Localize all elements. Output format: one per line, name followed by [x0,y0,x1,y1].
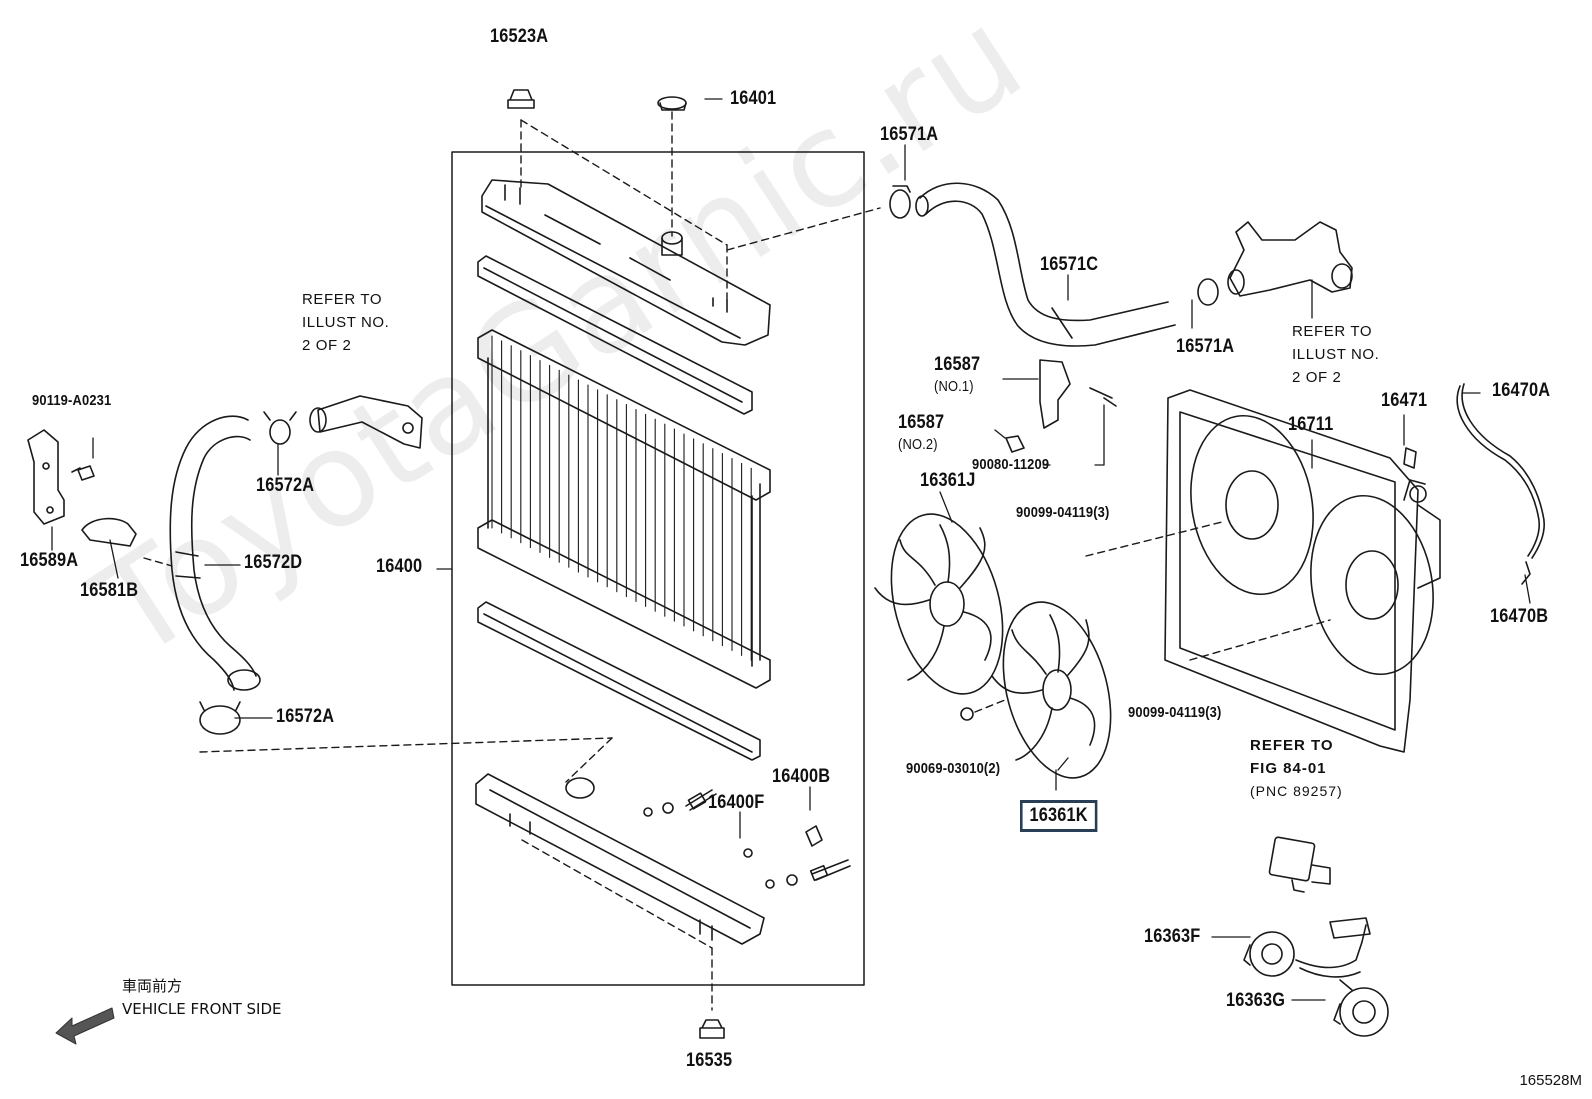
label-16361K-highlighted[interactable]: 16361K [1020,800,1098,832]
fan-motors [1243,836,1389,1037]
water-inlet-pipe [263,395,423,449]
vehicle-front-en: VEHICLE FRONT SIDE [122,1000,282,1018]
radiator-upper-tank [481,179,771,346]
vehicle-front-note: 車両前方 VEHICLE FRONT SIDE [122,975,282,1021]
label-16470B[interactable]: 16470B [1490,606,1549,627]
radiator-core [477,329,771,689]
label-16471[interactable]: 16471 [1381,390,1428,411]
label-16400F[interactable]: 16400F [708,792,765,813]
label-16400[interactable]: 16400 [376,556,423,577]
fan-16361J [874,513,1004,695]
left-parts [27,429,137,547]
label-16400B[interactable]: 16400B [772,766,831,787]
label-16581B[interactable]: 16581B [80,580,139,601]
label-90099-04119-bottom[interactable]: 90099-04119(3) [1128,704,1222,721]
label-16535[interactable]: 16535 [686,1050,733,1071]
label-16587-no1-sub: (NO.1) [934,378,974,395]
label-16523A[interactable]: 16523A [490,26,549,47]
fan-16361K [960,601,1112,779]
label-16711[interactable]: 16711 [1288,414,1334,435]
water-outlet [1227,221,1353,297]
vehicle-front-arrow [55,1007,115,1045]
solid-leaders [51,98,1531,1001]
refer-fig-line3: (PNC 89257) [1250,783,1343,799]
label-16572A-bottom[interactable]: 16572A [276,706,335,727]
label-16401[interactable]: 16401 [730,88,777,109]
label-90099-04119-top[interactable]: 90099-04119(3) [1016,504,1110,521]
label-16572A-top[interactable]: 16572A [256,475,315,496]
refer-right-line1: REFER TO [1292,323,1373,340]
diagram-code: 165528M [1519,1072,1582,1089]
label-16587-no1[interactable]: 16587 [934,354,981,375]
refer-left-line2: ILLUST NO. [302,314,390,331]
label-16470A[interactable]: 16470A [1492,380,1551,401]
label-16363G[interactable]: 16363G [1226,990,1286,1011]
small-parts [507,89,725,1039]
label-16587-no2-sub: (NO.2) [898,436,938,453]
label-90069-03010[interactable]: 90069-03010(2) [906,760,1001,777]
label-16589A[interactable]: 16589A [20,550,79,571]
label-16571C[interactable]: 16571C [1040,254,1099,275]
refer-note-right: REFER TO ILLUST NO. 2 OF 2 [1292,320,1379,389]
refer-left-line3: 2 OF 2 [302,337,352,354]
upper-gasket [477,255,753,415]
label-90080-11209[interactable]: 90080-11209 [972,456,1050,473]
refer-right-line2: ILLUST NO. [1292,346,1380,363]
vehicle-front-jp: 車両前方 [122,977,183,995]
refer-left-line1: REFER TO [302,291,383,308]
refer-note-left: REFER TO ILLUST NO. 2 OF 2 [302,288,389,357]
radiator-fins [491,335,752,661]
label-16361J[interactable]: 16361J [920,470,976,491]
refer-fig-line1: REFER TO [1250,737,1334,754]
label-90119-A0231[interactable]: 90119-A0231 [32,392,112,409]
label-16363F[interactable]: 16363F [1144,926,1201,947]
upper-radiator-hose [889,182,1219,347]
radiator-assembly-frame [451,151,865,986]
label-16587-no2[interactable]: 16587 [898,412,945,433]
fan-shroud [1164,389,1441,753]
refer-right-line3: 2 OF 2 [1292,369,1342,386]
overflow-hose [1403,383,1545,585]
lower-radiator-hose [169,415,261,735]
label-16571A-right[interactable]: 16571A [1176,336,1235,357]
refer-note-fig: REFER TO FIG 84-01 (PNC 89257) [1250,734,1343,803]
drain-plug-parts [643,789,851,889]
leader-lines [143,111,1331,1011]
label-16571A-top[interactable]: 16571A [880,124,939,145]
bracket-16587 [1005,359,1117,453]
refer-fig-line2: FIG 84-01 [1250,760,1327,777]
label-16572D[interactable]: 16572D [244,552,303,573]
radiator-lower-tank [475,773,765,945]
lower-gasket [477,601,761,761]
